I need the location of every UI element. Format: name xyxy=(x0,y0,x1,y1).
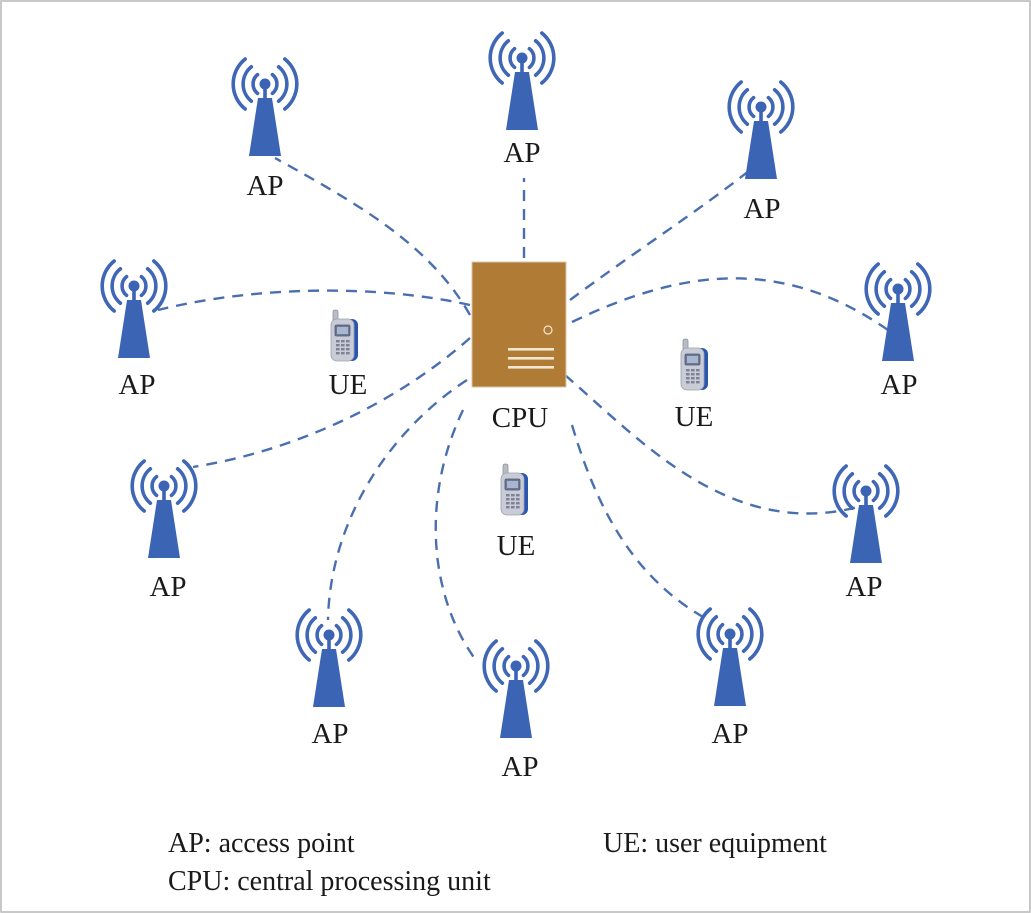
link-cpu-ap-bottom-right xyxy=(570,424,704,619)
user-equipment-ue-left: UE xyxy=(329,309,368,401)
user-equipment-ue-center: UE xyxy=(497,463,536,562)
link-cpu-ap-lower-right xyxy=(564,374,859,515)
cpu-node: CPU xyxy=(471,261,567,434)
antenna-tower-icon xyxy=(864,262,932,361)
mobile-phone-icon xyxy=(500,463,528,516)
access-point-ap-bottom-right: AP xyxy=(696,607,764,750)
server-icon xyxy=(471,261,567,388)
link-cpu-ap-left xyxy=(157,289,471,312)
access-point-ap-top-left: AP xyxy=(231,57,299,202)
ap-label: AP xyxy=(880,369,917,401)
access-point-ap-top-right: AP xyxy=(727,80,795,225)
ue-label: UE xyxy=(329,369,368,401)
antenna-tower-icon xyxy=(488,31,556,130)
access-point-ap-left: AP xyxy=(100,259,168,401)
ue-label: UE xyxy=(675,401,714,433)
links-layer xyxy=(157,156,889,664)
access-point-ap-bottom-left: AP xyxy=(295,608,363,750)
access-point-ap-bottom: AP xyxy=(482,639,550,783)
legend: AP: access point UE: user equipment CPU:… xyxy=(168,828,827,897)
nodes-layer: AP AP AP AP AP AP AP AP AP AP CPU UE UE UE xyxy=(100,31,932,783)
ap-label: AP xyxy=(149,571,186,603)
ap-label: AP xyxy=(503,137,540,169)
legend-ap: AP: access point xyxy=(168,828,355,859)
link-cpu-ap-top-right xyxy=(569,169,751,301)
ap-label: AP xyxy=(501,751,538,783)
mobile-phone-icon xyxy=(330,309,358,362)
antenna-tower-icon xyxy=(295,608,363,707)
access-point-ap-lower-left: AP xyxy=(130,459,198,603)
ue-label: UE xyxy=(497,530,536,562)
antenna-tower-icon xyxy=(100,259,168,358)
access-point-ap-top: AP xyxy=(488,31,556,169)
ap-label: AP xyxy=(311,718,348,750)
ap-label: AP xyxy=(118,369,155,401)
ap-label: AP xyxy=(743,193,780,225)
access-point-ap-right: AP xyxy=(864,262,932,401)
link-cpu-ap-bottom xyxy=(434,409,479,664)
antenna-tower-icon xyxy=(727,80,795,179)
user-equipment-ue-right: UE xyxy=(675,338,714,433)
link-cpu-ap-right xyxy=(571,277,889,331)
link-cpu-ap-lower-left xyxy=(192,337,471,469)
antenna-tower-icon xyxy=(130,459,198,558)
ap-label: AP xyxy=(246,170,283,202)
link-cpu-ap-bottom-left xyxy=(326,378,468,621)
link-cpu-ap-top-left xyxy=(274,156,472,316)
mobile-phone-icon xyxy=(680,338,708,391)
ap-label: AP xyxy=(845,571,882,603)
cpu-label: CPU xyxy=(492,402,548,434)
access-point-ap-lower-right: AP xyxy=(832,464,900,603)
antenna-tower-icon xyxy=(482,639,550,738)
legend-cpu: CPU: central processing unit xyxy=(168,866,491,897)
antenna-tower-icon xyxy=(231,57,299,156)
ap-label: AP xyxy=(711,718,748,750)
legend-ue: UE: user equipment xyxy=(603,828,827,859)
antenna-tower-icon xyxy=(696,607,764,706)
antenna-tower-icon xyxy=(832,464,900,563)
